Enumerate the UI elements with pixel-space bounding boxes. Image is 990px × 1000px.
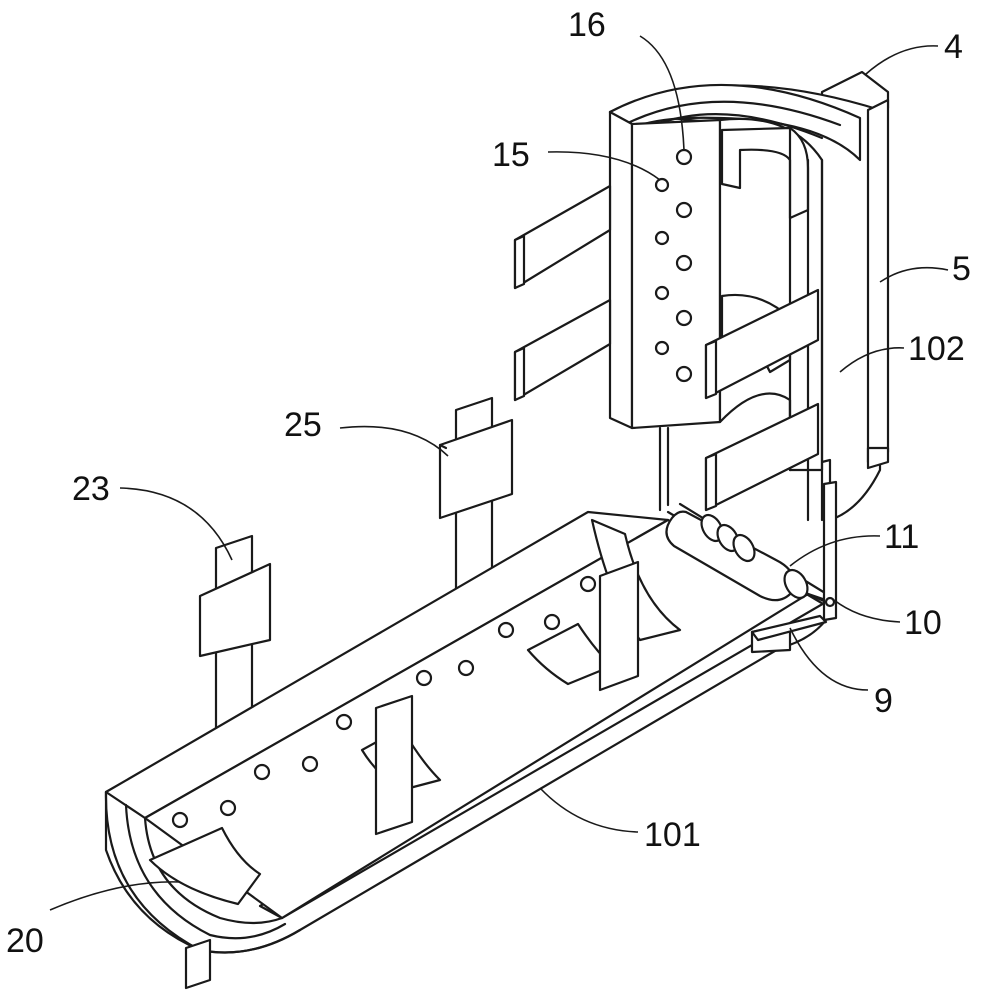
label-102: 102	[908, 330, 965, 368]
trough-posts	[374, 560, 640, 836]
leader-lines	[49, 35, 949, 911]
rod-10	[822, 480, 838, 622]
upright-nozzles	[654, 148, 693, 383]
upright-front-wall	[608, 110, 634, 430]
drive-shaft-11	[665, 480, 838, 622]
upright-right-paddles	[704, 288, 820, 512]
nozzle-16	[675, 148, 693, 166]
lower-trough-101	[104, 510, 828, 990]
part-labels: 16 4 15 5 102 25 23 11 10 9 101 20	[6, 6, 971, 960]
end-baffle-20	[148, 826, 262, 906]
trough-nozzles	[171, 575, 597, 829]
upright-left-paddles	[513, 184, 612, 402]
label-15: 15	[492, 136, 530, 174]
label-4: 4	[944, 28, 963, 66]
side-rib-5	[866, 98, 890, 464]
label-23: 23	[72, 470, 110, 508]
stand-23	[198, 534, 272, 744]
label-25: 25	[284, 406, 322, 444]
label-10: 10	[904, 604, 942, 642]
label-101: 101	[644, 816, 701, 854]
label-11: 11	[884, 518, 919, 556]
bracket-9	[750, 614, 828, 642]
label-5: 5	[952, 250, 971, 288]
label-20: 20	[6, 922, 44, 960]
stand-25	[438, 396, 514, 614]
label-16: 16	[568, 6, 606, 44]
label-9: 9	[874, 682, 893, 720]
